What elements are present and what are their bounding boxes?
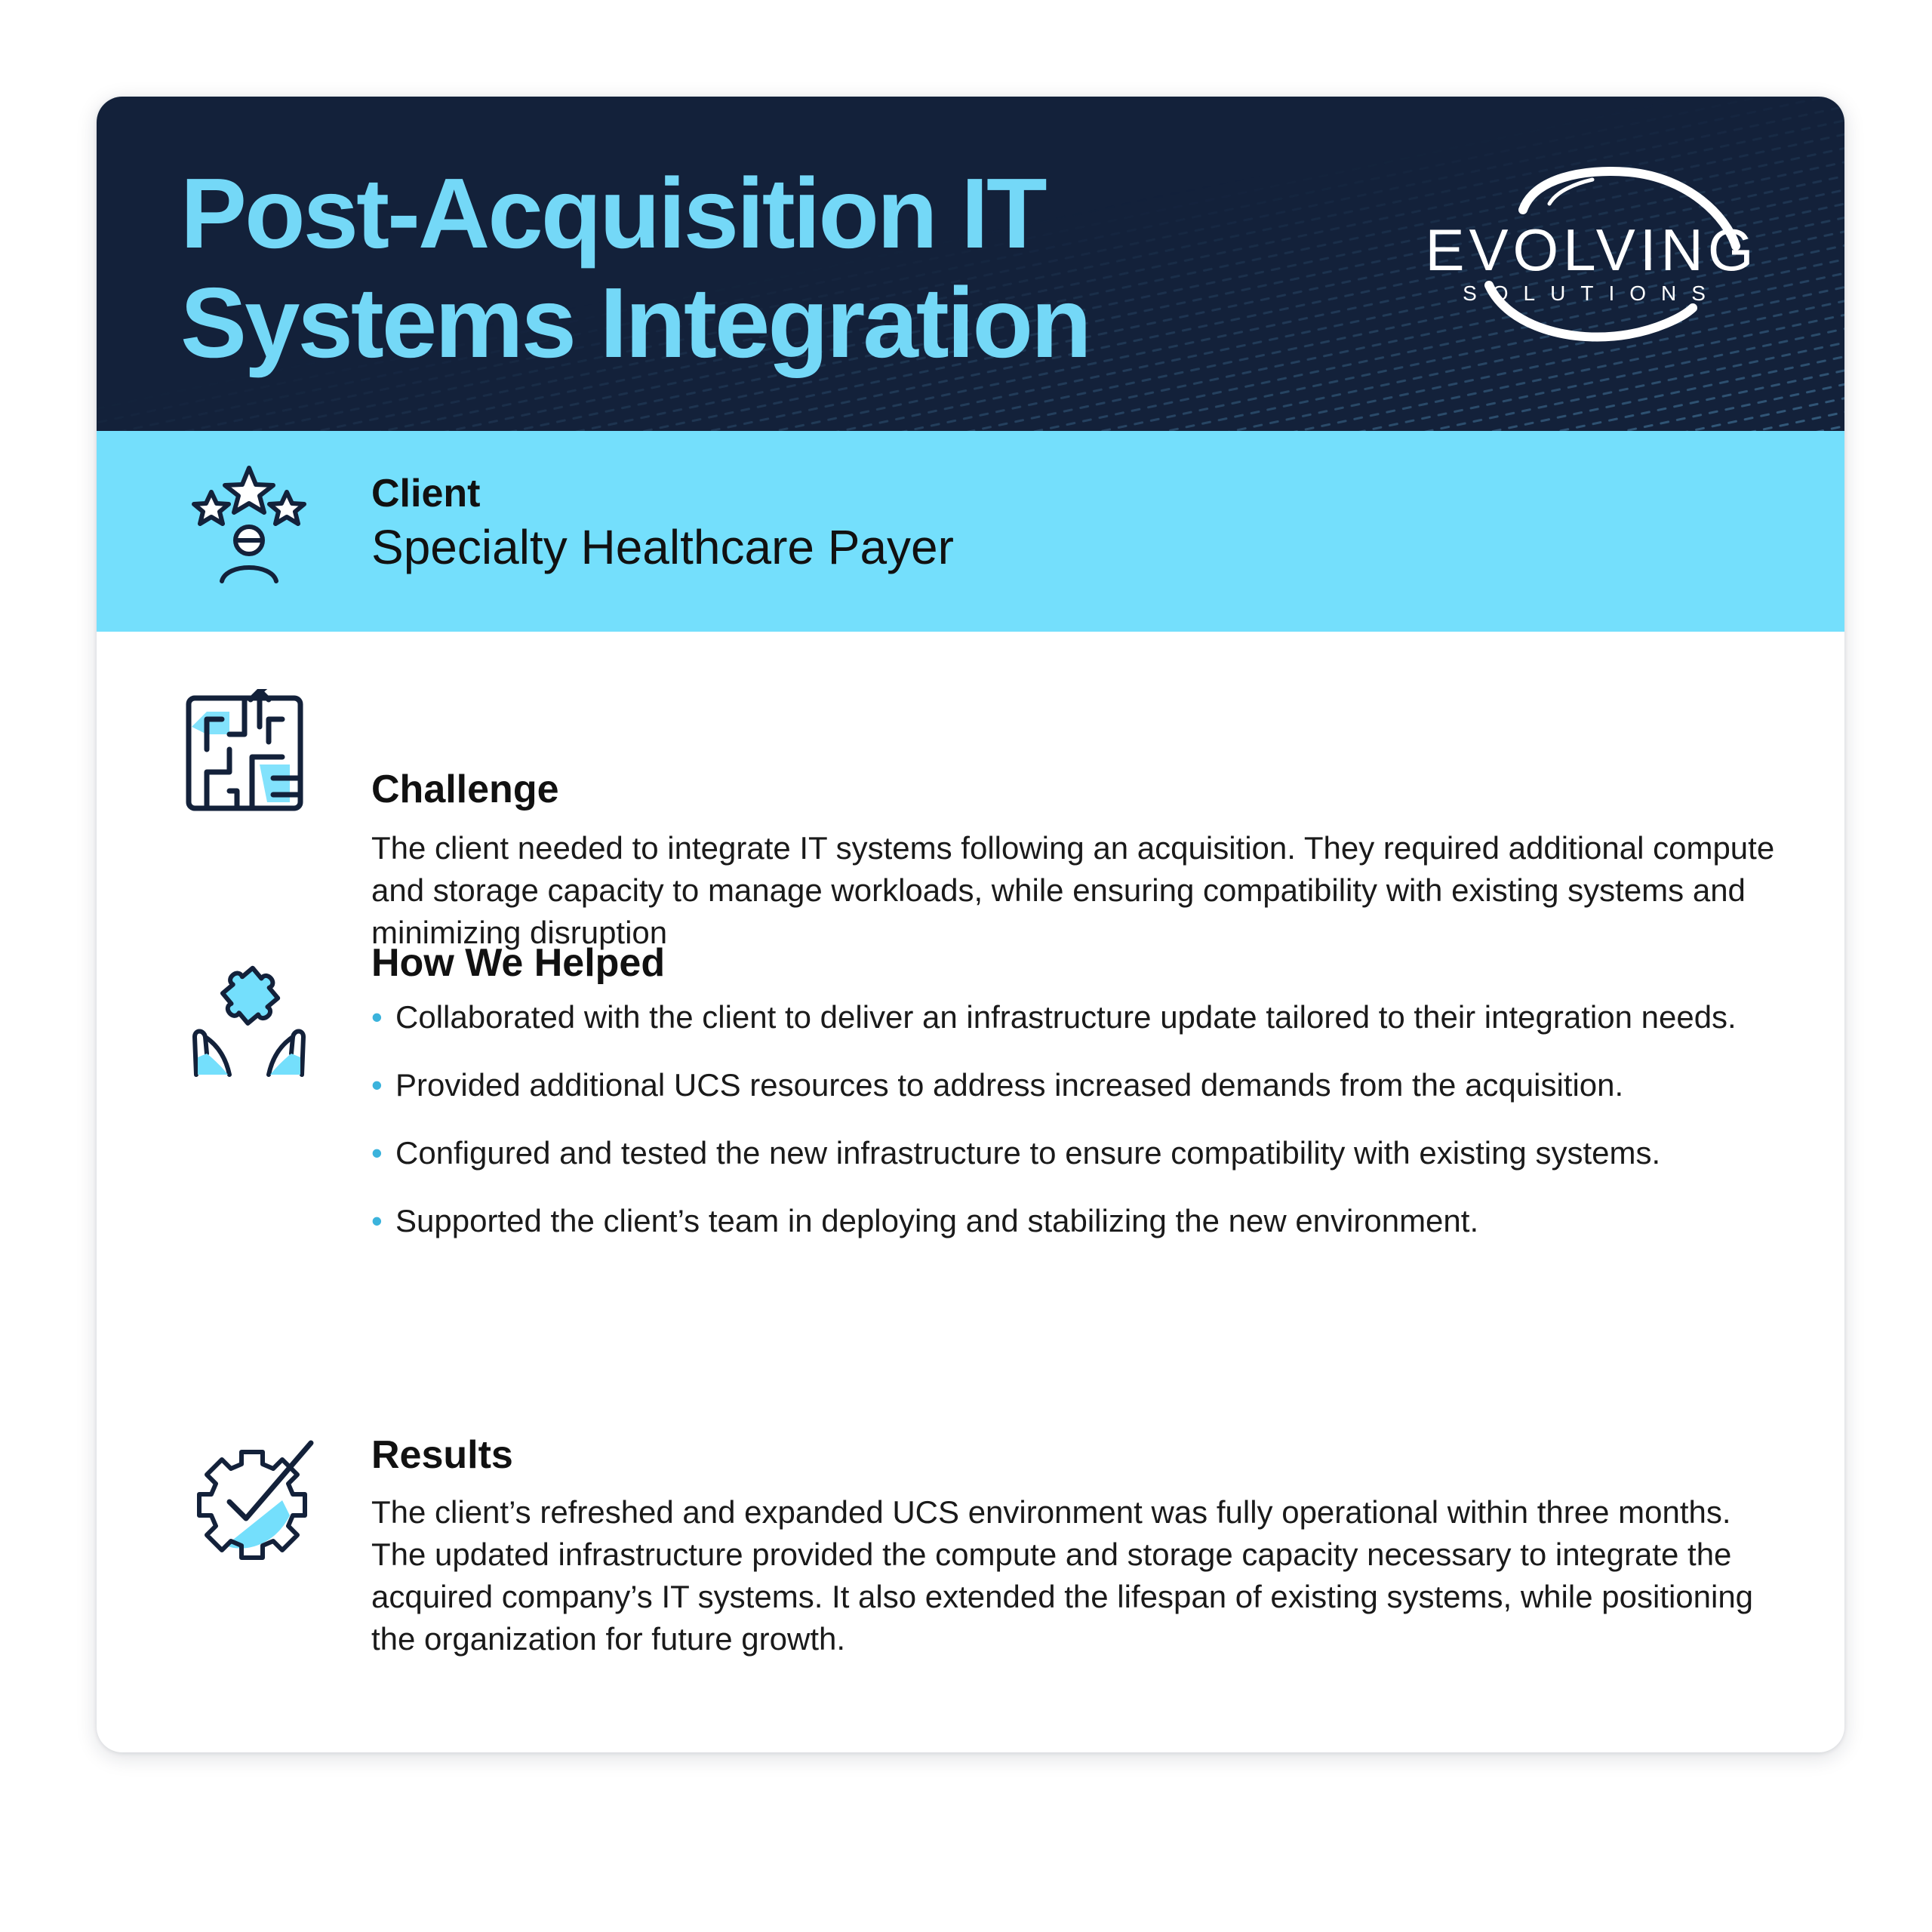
how-we-helped-list: • Collaborated with the client to deliver… bbox=[371, 996, 1805, 1268]
list-item: • Provided additional UCS resources to ad… bbox=[371, 1064, 1805, 1106]
bullet-text: Provided additional UCS resources to add… bbox=[395, 1067, 1624, 1103]
client-name: Specialty Healthcare Payer bbox=[371, 520, 954, 574]
bullet-text: Configured and tested the new infrastruc… bbox=[395, 1135, 1661, 1171]
challenge-text: The client needed to integrate IT system… bbox=[371, 830, 1775, 950]
logo-subtext: SOLUTIONS bbox=[1463, 281, 1721, 305]
bullet-text: Collaborated with the client to deliver … bbox=[395, 999, 1737, 1035]
results-text: The client’s refreshed and expanded UCS … bbox=[371, 1494, 1754, 1657]
bullet-dot-icon: • bbox=[371, 999, 383, 1035]
bullet-dot-icon: • bbox=[371, 1067, 383, 1103]
person-stars-icon bbox=[192, 466, 306, 583]
bullet-text: Supported the client’s team in deploying… bbox=[395, 1203, 1479, 1238]
header-banner: Post-Acquisition IT Systems Integration … bbox=[97, 97, 1844, 431]
maze-icon bbox=[186, 689, 303, 811]
bullet-dot-icon: • bbox=[371, 1203, 383, 1238]
logo-wordmark: EVOLVING bbox=[1425, 217, 1758, 283]
client-band bbox=[97, 431, 1844, 632]
client-label: Client bbox=[371, 472, 481, 515]
list-item: • Collaborated with the client to deliver… bbox=[371, 996, 1805, 1038]
hands-puzzle-icon bbox=[192, 965, 306, 1077]
page-title: Post-Acquisition IT Systems Integration bbox=[180, 158, 1092, 378]
list-item: • Supported the client’s team in deployin… bbox=[371, 1200, 1805, 1242]
results-label: Results bbox=[371, 1433, 513, 1477]
challenge-label: Challenge bbox=[371, 768, 559, 811]
how-we-helped-label: How We Helped bbox=[371, 941, 666, 985]
bullet-dot-icon: • bbox=[371, 1135, 383, 1171]
title-line-1: Post-Acquisition IT bbox=[180, 158, 1048, 269]
evolving-solutions-logo: EVOLVING SOLUTIONS bbox=[1425, 166, 1758, 342]
gear-check-icon bbox=[197, 1440, 314, 1560]
title-line-2: Systems Integration bbox=[180, 267, 1092, 378]
dot-pattern-background bbox=[97, 97, 1844, 431]
list-item: • Configured and tested the new infrastru… bbox=[371, 1132, 1805, 1174]
case-study-card: Post-Acquisition IT Systems Integration … bbox=[97, 97, 1844, 1752]
